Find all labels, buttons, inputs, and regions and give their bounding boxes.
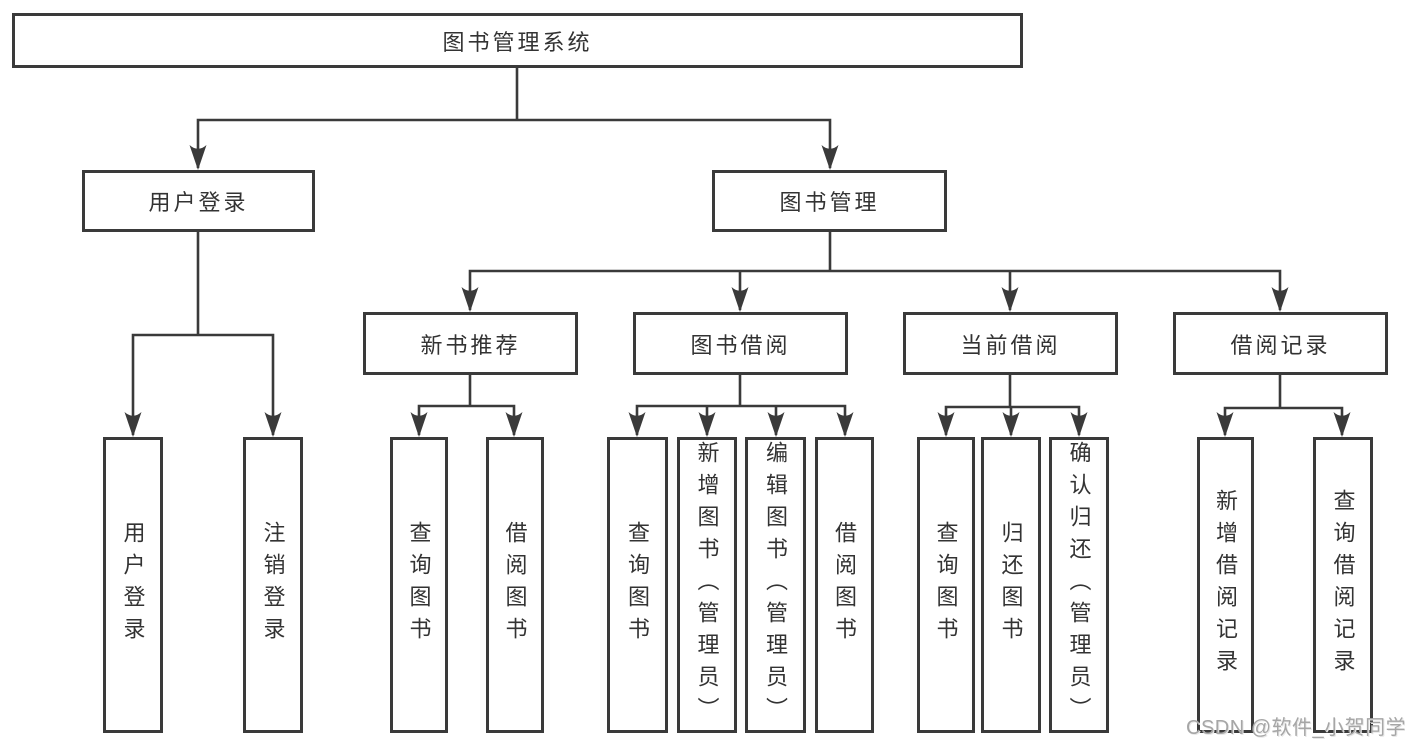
node-query-books-current: 查询图书 (917, 437, 975, 733)
node-add-books-admin: 新增图书（管理员） (677, 437, 737, 733)
node-borrow-books-recommend-label: 借阅图书 (502, 521, 528, 649)
node-query-books-borrow: 查询图书 (607, 437, 668, 733)
node-new-book-recommend-label: 新书推荐 (420, 332, 521, 358)
node-query-books-recommend-label: 查询图书 (406, 521, 432, 649)
node-add-books-admin-label: 新增图书（管理员） (694, 441, 720, 729)
node-query-borrow-record: 查询借阅记录 (1313, 437, 1373, 733)
node-query-books-current-label: 查询图书 (933, 521, 959, 649)
node-logout: 注销登录 (243, 437, 303, 733)
node-book-management-label: 图书管理 (779, 190, 880, 215)
connector-borrowing-children (627, 375, 855, 439)
node-query-books-recommend: 查询图书 (390, 437, 448, 733)
node-book-management: 图书管理 (712, 170, 947, 232)
node-borrow-books-leaf-label: 借阅图书 (832, 521, 858, 649)
node-return-books: 归还图书 (981, 437, 1041, 733)
node-current-borrowing: 当前借阅 (903, 312, 1118, 375)
node-current-borrowing-label: 当前借阅 (960, 332, 1061, 358)
node-query-borrow-record-label: 查询借阅记录 (1330, 489, 1356, 681)
connector-records-children (1215, 375, 1352, 439)
node-logout-label: 注销登录 (260, 521, 286, 649)
node-user-login-leaf: 用户登录 (103, 437, 163, 733)
node-add-borrow-record-label: 新增借阅记录 (1213, 489, 1239, 681)
connector-userlogin-children (123, 232, 283, 439)
connector-root-to-level2 (188, 66, 840, 172)
node-confirm-return-admin: 确认归还（管理员） (1049, 437, 1109, 733)
connector-newbook-children (409, 375, 524, 439)
node-user-login: 用户登录 (82, 170, 315, 232)
node-book-borrowing-label: 图书借阅 (690, 332, 791, 358)
connector-bookmgmt-children (460, 232, 1290, 314)
node-add-borrow-record: 新增借阅记录 (1197, 437, 1254, 733)
node-borrow-books-leaf: 借阅图书 (815, 437, 874, 733)
node-user-login-leaf-label: 用户登录 (120, 521, 146, 649)
node-user-login-label: 用户登录 (148, 190, 249, 215)
node-borrowing-records-label: 借阅记录 (1230, 332, 1331, 358)
connector-current-children (936, 375, 1089, 439)
node-confirm-return-admin-label: 确认归还（管理员） (1066, 441, 1092, 729)
node-borrowing-records: 借阅记录 (1173, 312, 1388, 375)
node-borrow-books-recommend: 借阅图书 (486, 437, 544, 733)
node-new-book-recommend: 新书推荐 (363, 312, 578, 375)
node-library-system-label: 图书管理系统 (442, 29, 593, 55)
node-book-borrowing: 图书借阅 (633, 312, 848, 375)
node-edit-books-admin-label: 编辑图书（管理员） (763, 441, 789, 729)
watermark: CSDN @软件_小贺同学 (1186, 717, 1405, 739)
node-library-system: 图书管理系统 (12, 13, 1023, 68)
node-return-books-label: 归还图书 (998, 521, 1024, 649)
node-edit-books-admin: 编辑图书（管理员） (745, 437, 806, 733)
node-query-books-borrow-label: 查询图书 (625, 521, 651, 649)
